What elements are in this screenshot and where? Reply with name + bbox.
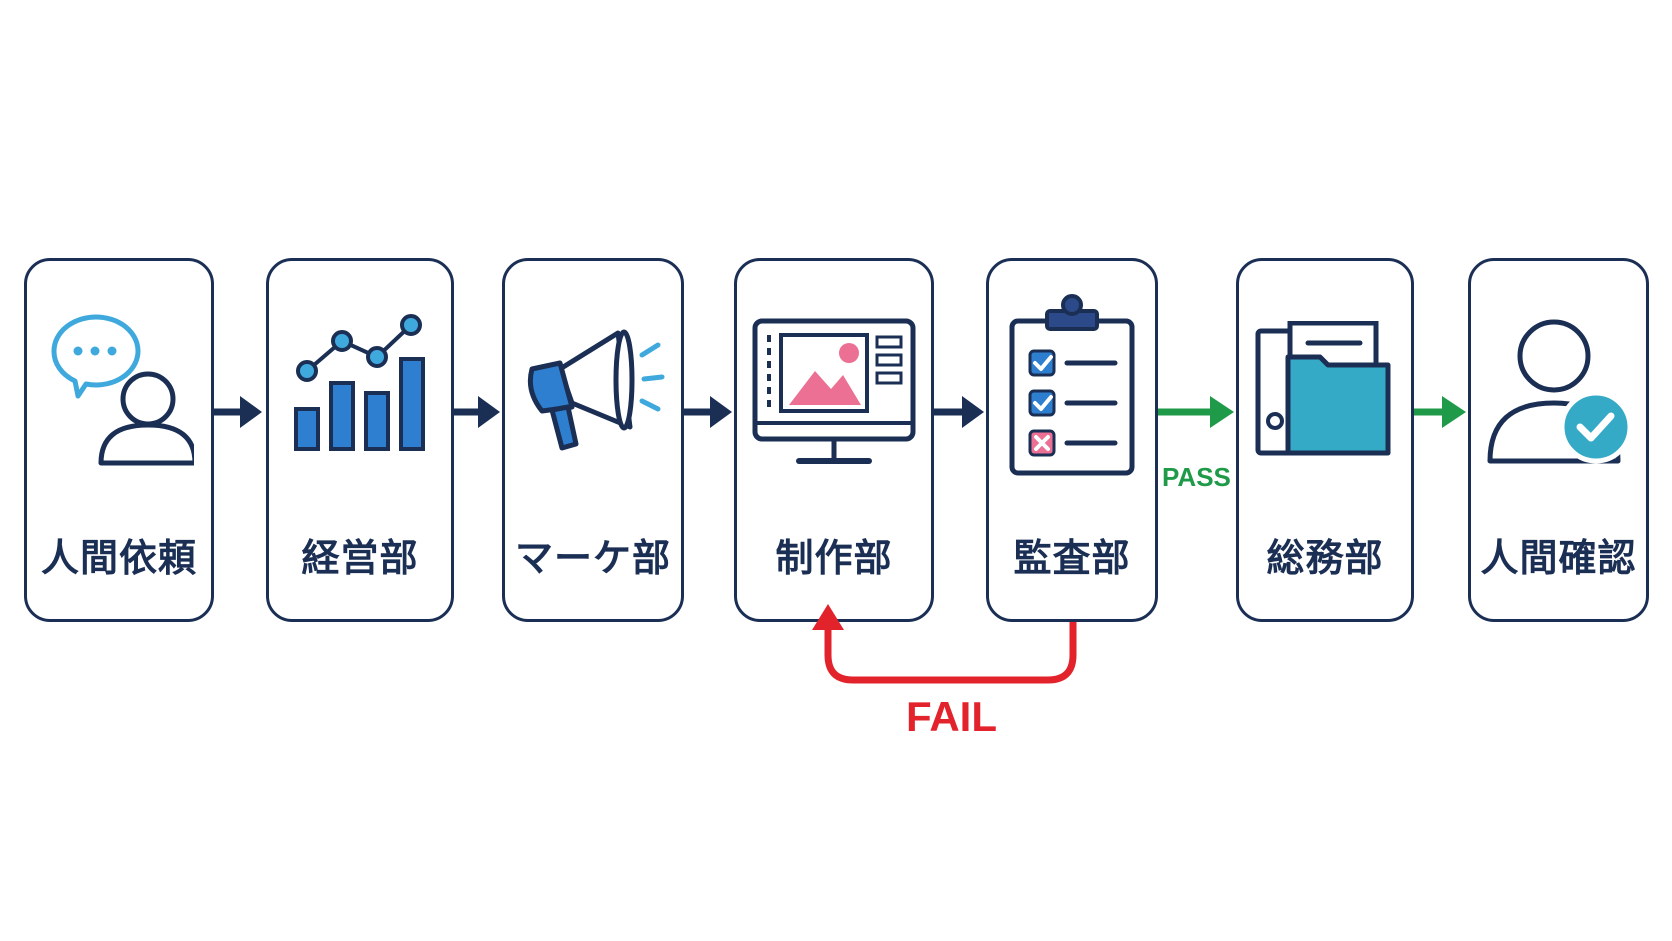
chat-person-icon xyxy=(51,314,194,466)
arrow-production-to-audit xyxy=(934,396,984,428)
node-label-confirm: 人間確認 xyxy=(1480,536,1637,580)
arrow-marketing-to-production xyxy=(684,396,732,428)
node-general-affairs[interactable]: 総務部 xyxy=(1236,258,1414,622)
person-check-icon xyxy=(1487,319,1632,464)
monitor-image-icon xyxy=(752,318,916,464)
arrow-general-affairs-to-confirm xyxy=(1414,396,1466,428)
arrow-audit-to-general-affairs xyxy=(1158,396,1234,428)
node-label-request: 人間依頼 xyxy=(40,536,197,580)
growth-chart-icon xyxy=(294,314,425,451)
pass-label: PASS xyxy=(1162,462,1231,492)
node-management[interactable]: 経営部 xyxy=(266,258,454,622)
node-label-management: 経営部 xyxy=(301,536,419,580)
node-label-audit: 監査部 xyxy=(1013,536,1131,580)
binder-folder-icon xyxy=(1255,321,1391,456)
node-confirm[interactable]: 人間確認 xyxy=(1468,258,1649,622)
fail-label: FAIL xyxy=(906,693,997,740)
node-label-general-affairs: 総務部 xyxy=(1266,536,1384,580)
arrow-request-to-management xyxy=(214,396,262,428)
node-marketing[interactable]: マーケ部 xyxy=(502,258,684,622)
arrow-management-to-marketing xyxy=(454,396,500,428)
node-request[interactable]: 人間依頼 xyxy=(24,258,214,622)
node-audit[interactable]: 監査部 xyxy=(986,258,1158,622)
megaphone-icon xyxy=(527,329,665,451)
arrow-audit-to-production-fail xyxy=(812,604,1077,684)
node-production[interactable]: 制作部 xyxy=(734,258,934,622)
clipboard-checklist-icon xyxy=(1009,294,1135,476)
node-label-marketing: マーケ部 xyxy=(514,536,671,580)
node-label-production: 制作部 xyxy=(775,536,893,580)
